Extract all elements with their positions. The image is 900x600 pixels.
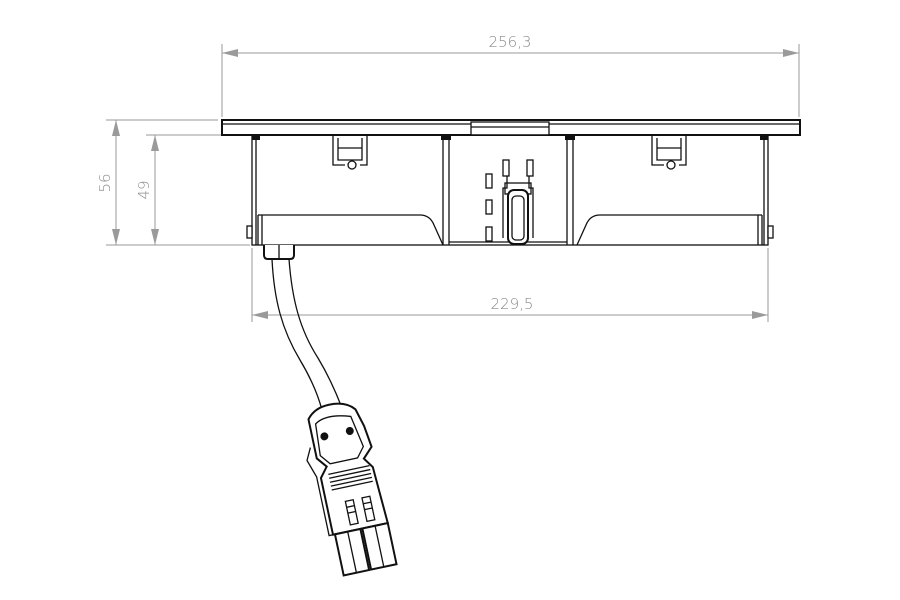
- dimension-overall-width: 256,3: [221, 33, 800, 117]
- left-clip: [332, 135, 368, 170]
- grip-ribs: [328, 465, 373, 491]
- plug-connector: [306, 402, 398, 577]
- top-plate: [221, 119, 801, 136]
- dimension-label-overall-height: 56: [96, 173, 114, 192]
- dimension-body-height: 49: [135, 134, 250, 245]
- dimension-label-body-height: 49: [135, 180, 153, 199]
- dimension-label-body-width: 229,5: [491, 295, 534, 313]
- dimension-body-width: 229,5: [251, 248, 769, 322]
- cable-gland: [263, 245, 295, 260]
- dimension-overall-height: 56: [96, 119, 250, 246]
- dimension-label-overall-width: 256,3: [489, 33, 532, 51]
- cable: [271, 258, 343, 411]
- center-latch: [485, 159, 534, 245]
- right-clip: [651, 135, 687, 170]
- housing-body: [246, 134, 774, 246]
